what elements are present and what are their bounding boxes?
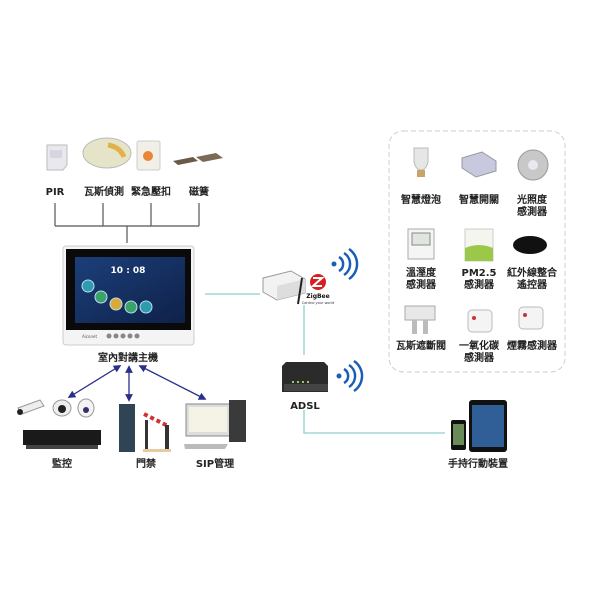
- adsl-router-image: [282, 362, 328, 392]
- smart-device-label: 光照度: [516, 193, 548, 206]
- ir-remote-hub-image: [513, 236, 547, 254]
- sensor-label-magnetic: 磁簧: [189, 185, 209, 198]
- surveillance-image: [17, 398, 101, 449]
- smart-device-label: 感測器: [464, 351, 495, 364]
- light-sensor-image: [517, 149, 549, 181]
- smart-device-label: 感測器: [464, 278, 495, 291]
- smart-device-label: PM2.5: [462, 268, 497, 279]
- zigbee-tagline: Control your world: [302, 301, 334, 305]
- pir-sensor-image: [46, 144, 68, 171]
- network-links: [205, 293, 445, 434]
- smart-device-label: 瓦斯遮斷閥: [396, 339, 446, 352]
- zigbee-gateway-image: [262, 270, 306, 305]
- sensor-bus-lines: [54, 203, 200, 243]
- wifi-icon: [331, 247, 359, 281]
- smart-device-label: 紅外線整合: [507, 266, 558, 279]
- zigbee-logo: ZigBee Control your world: [302, 274, 334, 305]
- subsystem-label-sip: SIP管理: [196, 457, 234, 470]
- adsl-label: ADSL: [290, 401, 320, 412]
- sensor-label-emergency: 緊急壓扣: [131, 185, 171, 198]
- gas-valve-image: [404, 305, 436, 334]
- pm25-sensor-image: [464, 228, 494, 262]
- smart-device-label: 一氧化碳: [459, 339, 500, 352]
- temp-humidity-sensor-image: [407, 228, 435, 260]
- magnetic-contact-image: [173, 153, 223, 165]
- subsystem-label-surveillance: 監控: [52, 457, 72, 470]
- subsystem-label-access: 門禁: [136, 457, 156, 470]
- sensor-label-gas: 瓦斯偵測: [84, 185, 124, 198]
- smart-device-label: 溫溼度: [406, 266, 437, 279]
- monitor-clock: 10 : 08: [111, 266, 146, 276]
- zigbee-devices-group: [388, 130, 566, 373]
- smart-device-label: 感測器: [406, 278, 437, 291]
- mobile-label: 手持行動裝置: [448, 457, 508, 470]
- monitor-brand: Aiconet: [82, 334, 97, 339]
- wifi-icon: [336, 359, 364, 393]
- co-sensor-image: [467, 309, 493, 333]
- smart-device-label: 煙霧感測器: [507, 339, 558, 352]
- sip-pc-image: [184, 400, 246, 449]
- gas-detector-image: [82, 137, 132, 169]
- sensor-label-pir: PIR: [46, 187, 65, 198]
- smart-device-label: 遙控器: [517, 278, 548, 291]
- bidirectional-arrows: [67, 364, 207, 402]
- smart-bulb-image: [413, 147, 429, 177]
- smoke-sensor-image: [518, 306, 544, 330]
- zigbee-logo-text: ZigBee: [306, 293, 329, 300]
- smart-device-label: 感測器: [517, 205, 548, 218]
- access-control-image: [119, 404, 171, 452]
- smart-device-label: 智慧燈泡: [401, 193, 441, 206]
- emergency-button-image: [136, 140, 161, 171]
- main-unit-label: 室內對講主機: [98, 351, 158, 364]
- smart-switch-image: [461, 151, 497, 178]
- indoor-monitor: 10 : 08 Aiconet: [62, 245, 195, 346]
- mobile-devices-image: [451, 400, 507, 452]
- smart-device-label: 智慧開關: [459, 193, 499, 206]
